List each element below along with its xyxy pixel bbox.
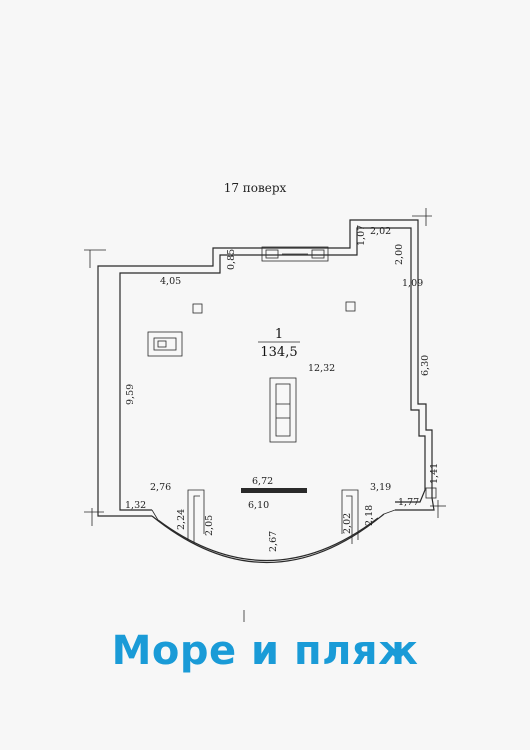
dim-label: 2,00 [394, 244, 405, 265]
partition-wall [241, 488, 307, 493]
dim-label: 3,19 [370, 482, 391, 493]
floor-title: 17 поверх [224, 181, 287, 195]
dim-label: 0,85 [226, 249, 237, 270]
dim-label: 9,59 [125, 384, 136, 405]
dim-label: 2,05 [204, 515, 215, 536]
shaft-left [147, 331, 183, 357]
small-niche [425, 487, 437, 499]
dim-label: 2,02 [342, 513, 353, 534]
dim-label: 6,30 [420, 355, 431, 376]
column [192, 303, 203, 314]
dim-label: 2,67 [268, 531, 279, 552]
outer-walls [97, 219, 435, 563]
room-number: 1 [275, 327, 283, 342]
dim-label: 6,72 [252, 476, 273, 487]
door-pillars [187, 489, 359, 544]
dim-label: 12,32 [308, 363, 335, 374]
dim-label: 1,41 [429, 463, 440, 484]
column [345, 301, 356, 312]
dim-label: 1,07 [356, 225, 367, 246]
dim-label: 1,09 [402, 278, 423, 289]
dim-label: 2,18 [364, 505, 375, 526]
dim-label: 2,02 [370, 226, 391, 237]
dimension-labels: 4,05 0,85 1,07 2,02 2,00 1,09 12,32 9,59… [125, 225, 440, 552]
corner-ticks [84, 208, 446, 622]
dim-label: 6,10 [248, 500, 269, 511]
room-area: 134,5 [260, 345, 297, 360]
central-core [269, 377, 297, 443]
dim-label: 2,24 [176, 509, 187, 530]
dim-label: 1,77 [398, 497, 419, 508]
curved-facade [151, 513, 385, 563]
vent-block [261, 246, 329, 262]
dim-label: 1,32 [125, 500, 146, 511]
dim-label: 2,76 [150, 482, 171, 493]
caption-sea-and-beach: Море и пляж [111, 628, 419, 674]
dim-label: 4,05 [160, 276, 181, 287]
